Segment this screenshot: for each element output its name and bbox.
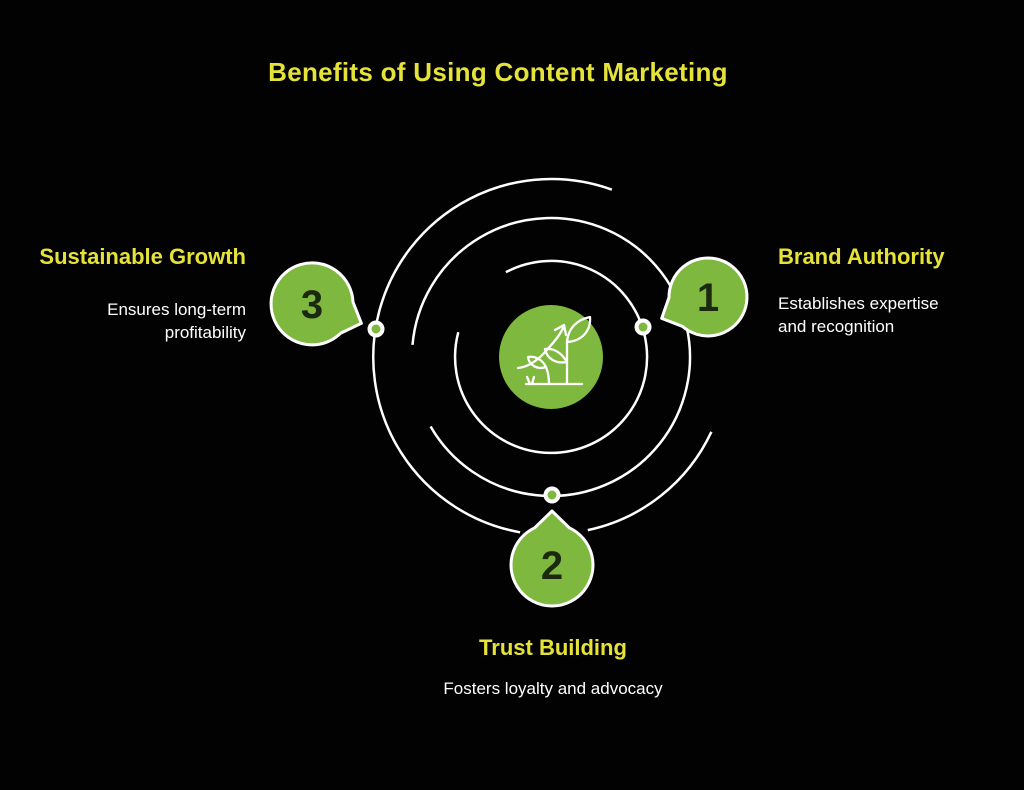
node-description-brand-authority: Establishes expertise and recognition	[778, 294, 939, 336]
node-title-brand-authority: Brand Authority	[778, 244, 945, 269]
node-description-trust-building: Fosters loyalty and advocacy	[443, 679, 663, 699]
node-dot-2	[543, 486, 561, 504]
node-text-sustainable-growth: Sustainable Growth Ensures long-term pro…	[16, 244, 246, 344]
center-icon-circle	[499, 305, 603, 409]
center-icon-group	[499, 305, 603, 409]
spiral-arc-outer	[372, 177, 613, 534]
node-marker-3	[269, 261, 363, 347]
node-number-1: 1	[697, 276, 719, 320]
node-dot-3	[367, 320, 385, 338]
node-marker-1	[660, 256, 749, 338]
node-text-brand-authority: Brand Authority Establishes expertise an…	[778, 244, 978, 338]
page-title: Benefits of Using Content Marketing	[268, 57, 728, 87]
node-number-2: 2	[541, 544, 563, 588]
node-title-trust-building: Trust Building	[479, 635, 627, 660]
node-dot-1	[634, 318, 652, 336]
node-description-sustainable-growth: Ensures long-term profitability	[107, 300, 246, 342]
node-number-3: 3	[301, 283, 323, 327]
node-text-trust-building: Trust Building Fosters loyalty and advoc…	[343, 635, 763, 701]
node-markers: 1 2 3	[269, 256, 749, 608]
node-dots	[367, 318, 652, 504]
spiral-arc-tail	[587, 431, 713, 532]
node-marker-2	[509, 509, 595, 608]
spiral-arc-inner	[453, 259, 649, 455]
node-title-sustainable-growth: Sustainable Growth	[39, 244, 246, 269]
growth-plant-icon	[516, 315, 592, 386]
